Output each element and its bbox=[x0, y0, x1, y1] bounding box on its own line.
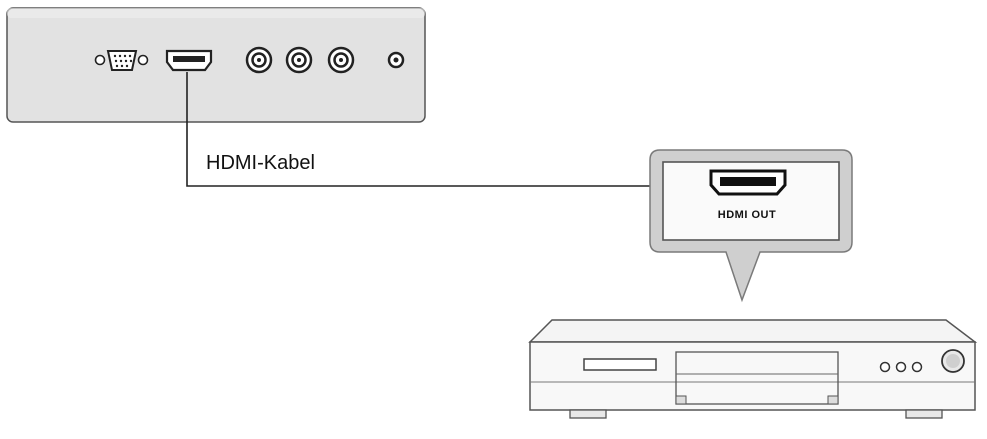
dvd-player bbox=[528, 319, 978, 419]
cable-label: HDMI-Kabel bbox=[206, 152, 315, 174]
control-button-icon bbox=[879, 361, 891, 373]
hdmi-port-icon bbox=[165, 49, 213, 72]
device-foot bbox=[905, 409, 943, 419]
rca-jack-icon bbox=[245, 46, 273, 74]
disc-tray bbox=[675, 351, 839, 405]
rca-jack-icon bbox=[285, 46, 313, 74]
control-button-icon bbox=[895, 361, 907, 373]
hdmi-cable-line bbox=[186, 72, 692, 187]
hdmi-out-label: HDMI OUT bbox=[718, 209, 776, 221]
vga-port-icon bbox=[94, 50, 149, 71]
audio-jack-icon bbox=[387, 51, 405, 69]
hdmi-out-port-icon bbox=[709, 169, 787, 196]
rca-jack-icon bbox=[327, 46, 355, 74]
display-window bbox=[583, 358, 657, 371]
device-foot bbox=[569, 409, 607, 419]
control-button-icon bbox=[911, 361, 923, 373]
tv-connector-panel bbox=[6, 7, 426, 123]
hdmi-out-callout: HDMI OUT bbox=[649, 149, 853, 303]
power-knob-icon bbox=[941, 349, 965, 373]
